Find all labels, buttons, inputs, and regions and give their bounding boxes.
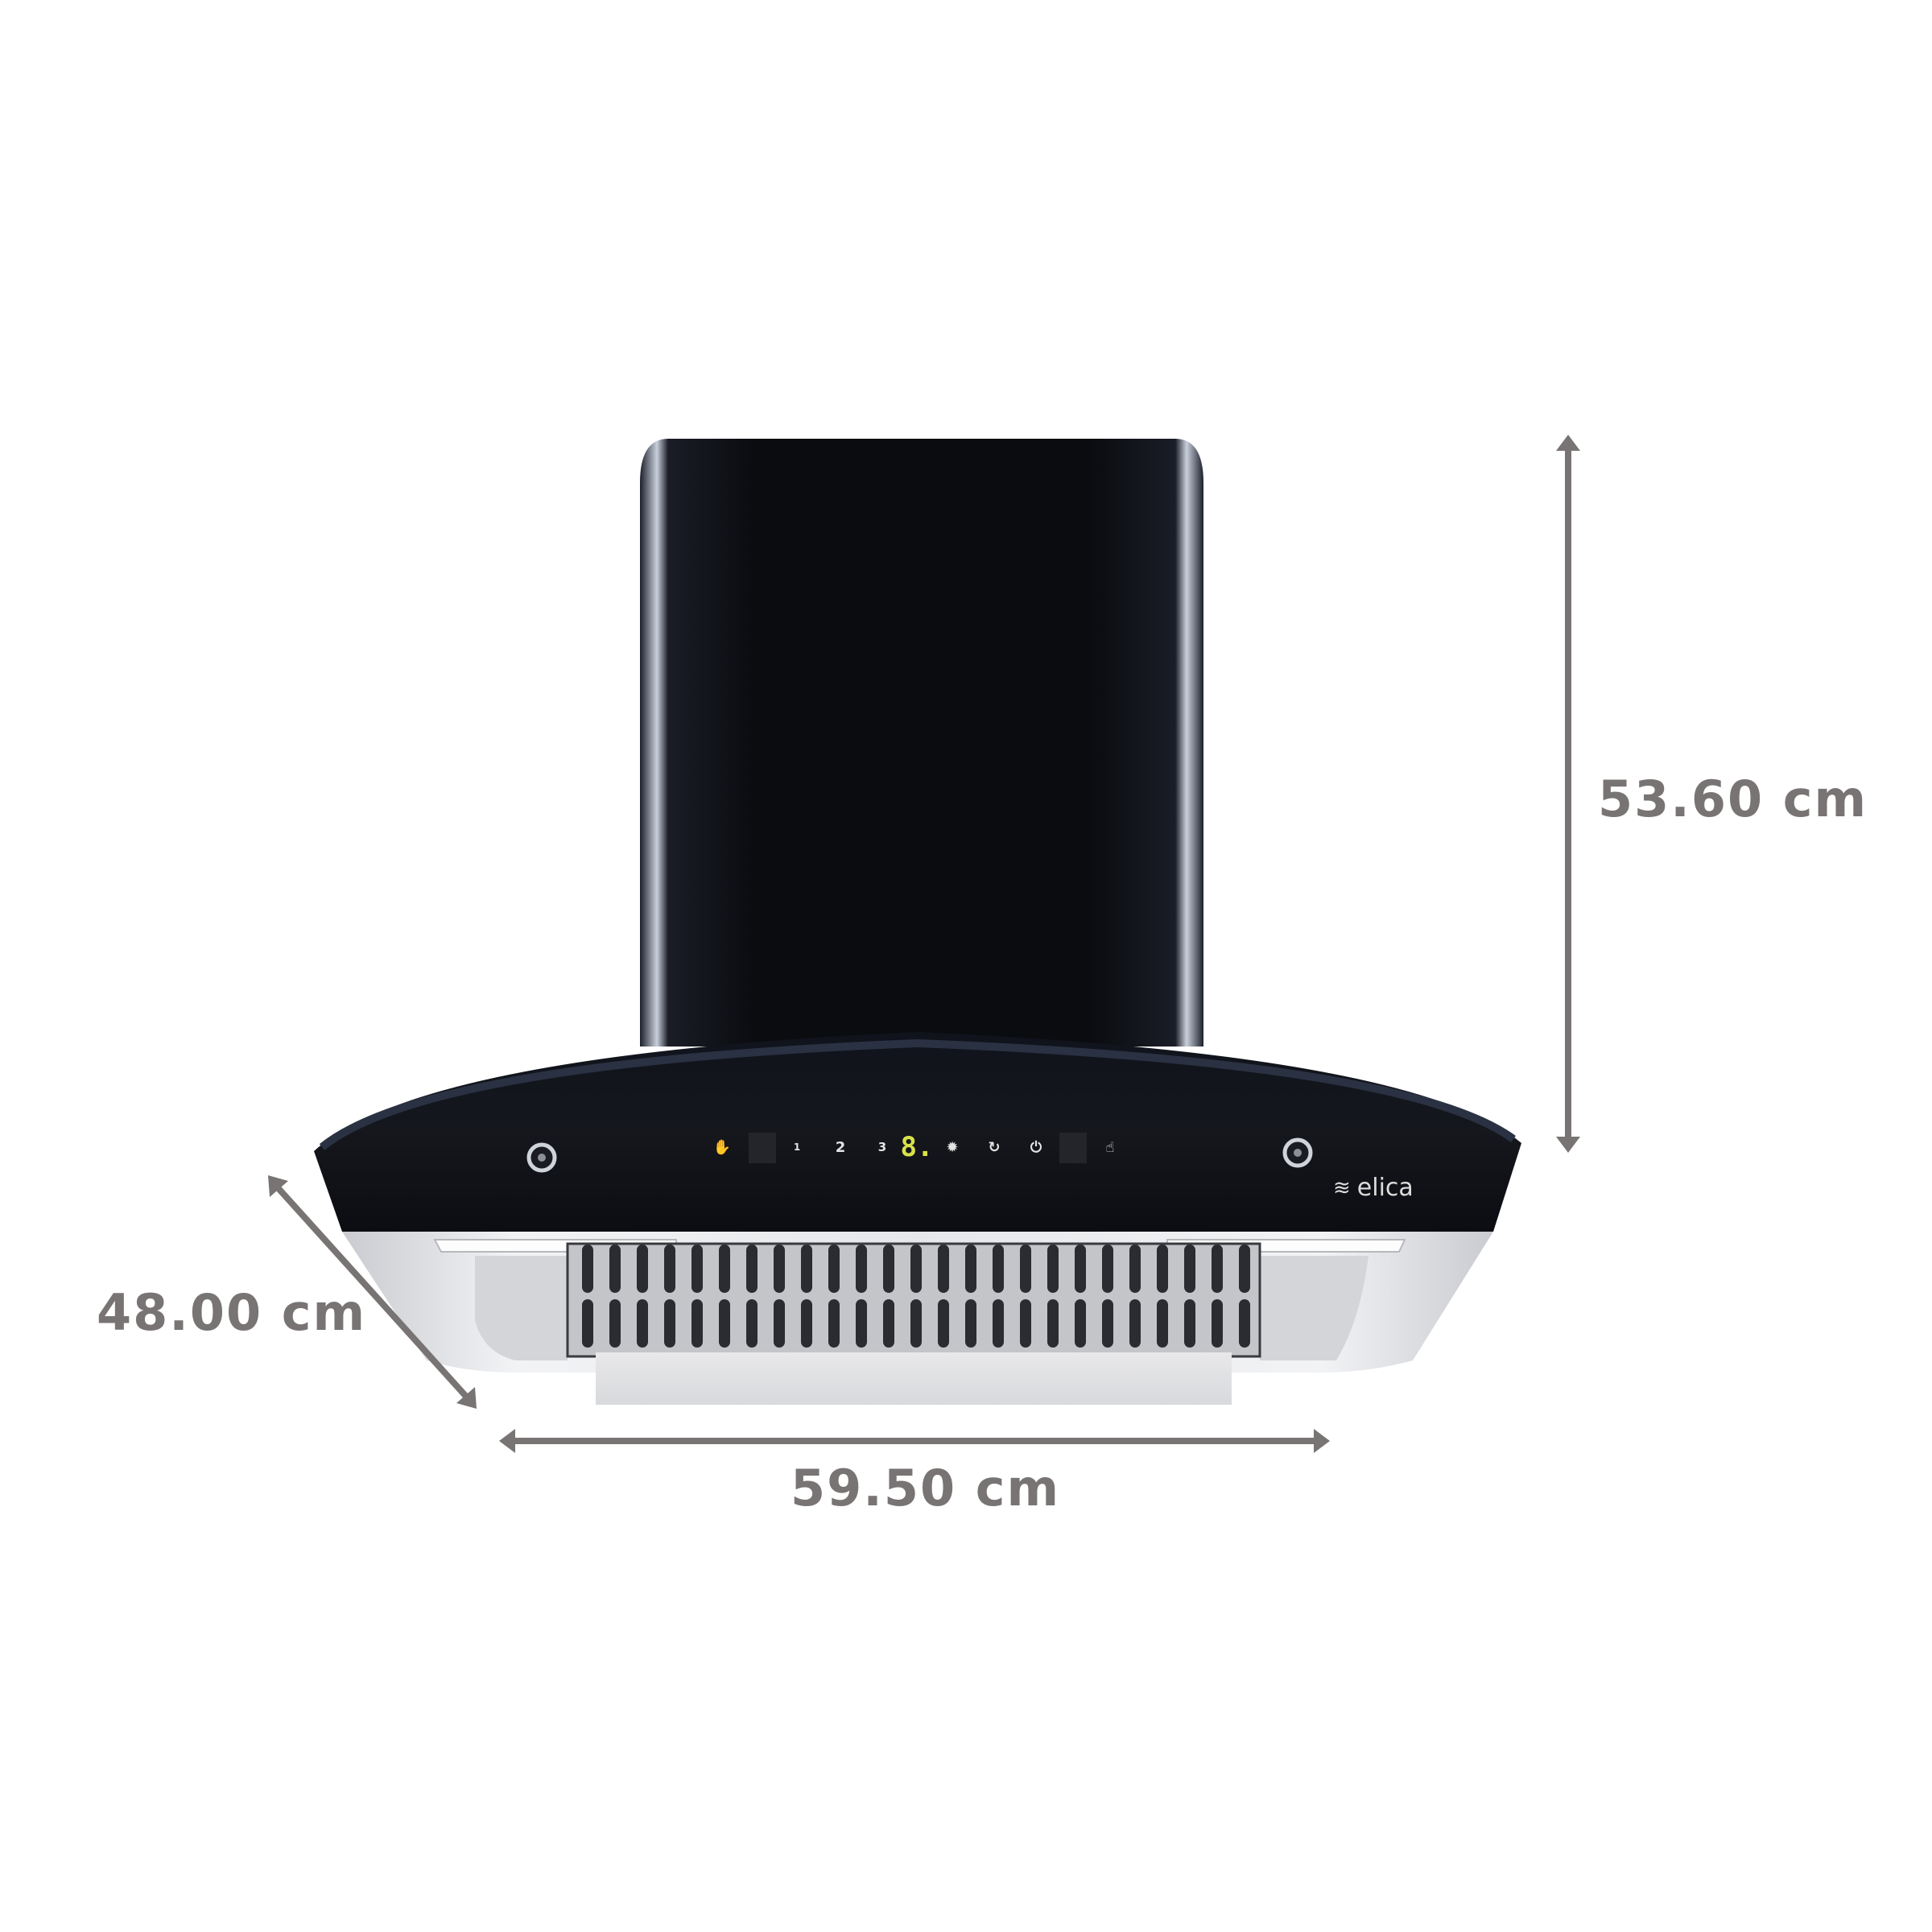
depth-dimension-arrow bbox=[268, 1175, 477, 1409]
width-label: 59.50 cm bbox=[791, 1459, 1061, 1517]
sensor-pad-left bbox=[749, 1133, 776, 1163]
depth-label: 48.00 cm bbox=[97, 1283, 367, 1342]
width-dimension-arrow bbox=[499, 1429, 1330, 1453]
control-panel: ✋ 1 2 3 8. ✹ ↻ ⏻ ☝ bbox=[708, 1123, 1127, 1171]
height-dimension-arrow bbox=[1556, 435, 1580, 1153]
left-knob bbox=[526, 1142, 557, 1173]
chimney bbox=[640, 439, 1203, 1046]
speed-display: 8. bbox=[900, 1131, 934, 1163]
front-lip bbox=[596, 1352, 1232, 1405]
brand-name: elica bbox=[1356, 1174, 1414, 1202]
brand-logo: ≋ elica bbox=[1333, 1174, 1414, 1202]
sensor-pad-right bbox=[1059, 1133, 1087, 1163]
timer-icon[interactable]: ↻ bbox=[988, 1138, 1001, 1156]
hand-wave-icon[interactable]: ✋ bbox=[712, 1138, 732, 1156]
height-label: 53.60 cm bbox=[1598, 770, 1868, 828]
speed-2-button[interactable]: 2 bbox=[835, 1138, 846, 1156]
canopy-glass bbox=[314, 1032, 1521, 1232]
speed-3-button[interactable]: 3 bbox=[877, 1140, 887, 1154]
light-icon[interactable]: ✹ bbox=[946, 1138, 959, 1156]
elica-logo-icon: ≋ bbox=[1333, 1175, 1351, 1200]
baffle-filter bbox=[566, 1242, 1261, 1358]
right-knob bbox=[1282, 1137, 1313, 1168]
power-icon[interactable]: ⏻ bbox=[1030, 1138, 1042, 1156]
speed-1-button[interactable]: 1 bbox=[793, 1141, 801, 1153]
hand-gesture-icon[interactable]: ☝ bbox=[1105, 1138, 1115, 1156]
